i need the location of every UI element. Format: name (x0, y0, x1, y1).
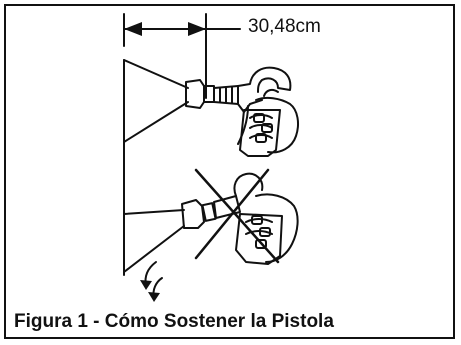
spray-fan-lower (123, 101, 189, 143)
cross-out-line-2 (194, 168, 270, 260)
hand-thumb (263, 88, 279, 97)
gun-barrel-2 (213, 195, 241, 219)
hand-outline (255, 96, 299, 154)
figure-caption: Figura 1 - Cómo Sostener la Pistola (14, 311, 334, 332)
arrow-right-icon (188, 22, 206, 36)
spray-fan-upper (123, 59, 189, 89)
gun-grip (239, 109, 281, 157)
distance-dimension (123, 13, 241, 99)
overspray-arrows (140, 261, 163, 302)
arrow-down-icon-2 (148, 292, 160, 302)
hand-outline-2 (255, 193, 299, 263)
nozzle-cap-2 (181, 199, 205, 229)
gun-handle-top (237, 66, 292, 93)
gun-handle-top-2 (233, 172, 264, 197)
arrow-left-icon (124, 22, 142, 36)
nozzle-cap (185, 79, 205, 109)
figure-frame (4, 4, 455, 339)
spray-fan-lower-2 (123, 225, 185, 273)
dimension-label: 30,48cm (248, 16, 321, 37)
correct-spray-gun (123, 59, 299, 157)
spray-fan-upper-2 (123, 209, 185, 215)
arrow-down-icon (140, 280, 152, 290)
incorrect-spray-gun (123, 168, 299, 273)
gun-grip-2 (235, 213, 283, 265)
cross-out-line-1 (194, 168, 280, 264)
